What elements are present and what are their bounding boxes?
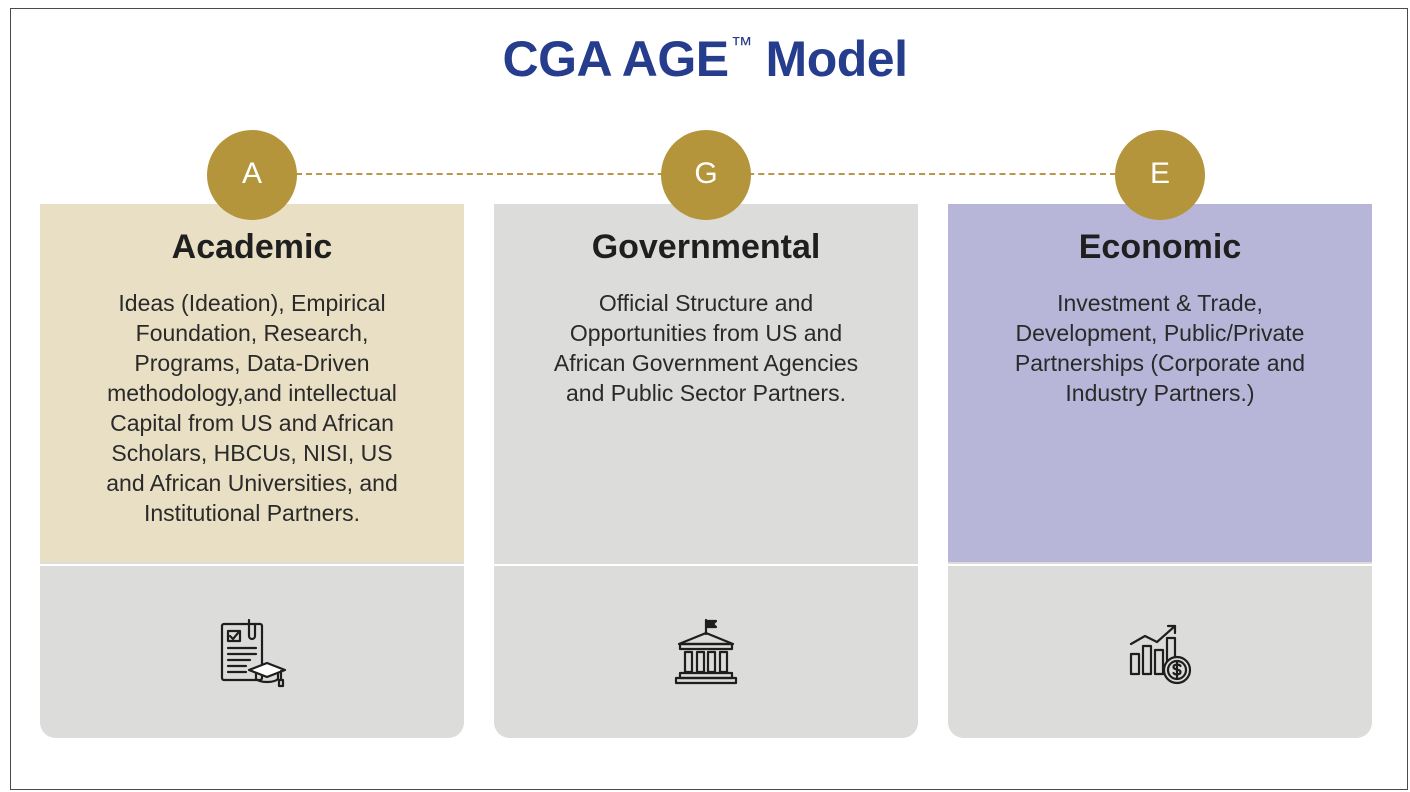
pillar-governmental-upper: Governmental Official Structure and Oppo… [494,204,918,562]
description-line: Programs, Data-Driven [134,350,370,376]
pillar-description-governmental: Official Structure and Opportunities fro… [530,288,882,408]
pillar-heading-governmental: Governmental [591,228,821,266]
pillar-description-academic: Ideas (Ideation), Empirical Foundation, … [76,288,428,528]
badge-a: A [207,130,297,220]
economic-growth-icon [1129,624,1192,685]
description-line: Investment & Trade, [1057,290,1263,316]
description-line: and Public Sector Partners. [566,380,846,406]
description-line: and African Universities, and [106,470,398,496]
description-line: methodology,and intellectual [107,380,397,406]
government-building-icon [674,618,738,685]
description-line: Capital from US and African [110,410,394,436]
description-line: Industry Partners.) [1065,380,1255,406]
pillar-card-economic: Economic Investment & Trade, Development… [948,204,1372,738]
description-line: Ideas (Ideation), Empirical [118,290,386,316]
pillar-heading-economic: Economic [1078,228,1242,266]
description-line: Scholars, HBCUs, NISI, US [111,440,393,466]
description-line: African Government Agencies [553,350,859,376]
description-line: Foundation, Research, [135,320,369,346]
description-line: Institutional Partners. [143,500,361,526]
pillar-description-economic: Investment & Trade, Development, Public/… [984,288,1336,408]
pillar-economic-upper: Economic Investment & Trade, Development… [948,204,1372,562]
description-line: Development, Public/Private [1015,320,1305,346]
description-line: Opportunities from US and [569,320,843,346]
academic-document-icon [220,618,287,688]
title-suffix: Model [752,31,908,87]
pillar-academic-lower [40,564,464,738]
description-line: Official Structure and [598,290,814,316]
pillar-card-academic: Academic Ideas (Ideation), Empirical Fou… [40,204,464,738]
title-main: CGA AGE [502,31,730,87]
pillar-academic-upper: Academic Ideas (Ideation), Empirical Fou… [40,204,464,562]
trademark-mark: ™ [730,32,753,57]
pillar-heading-academic: Academic [171,228,333,266]
pillar-economic-lower [948,564,1372,738]
description-line: Partnerships (Corporate and [1014,350,1306,376]
pillar-card-governmental: Governmental Official Structure and Oppo… [494,204,918,738]
badge-g: G [661,130,751,220]
pillar-governmental-lower [494,564,918,738]
badge-e: E [1115,130,1205,220]
page-title: CGA AGE™ Model [0,30,1410,88]
